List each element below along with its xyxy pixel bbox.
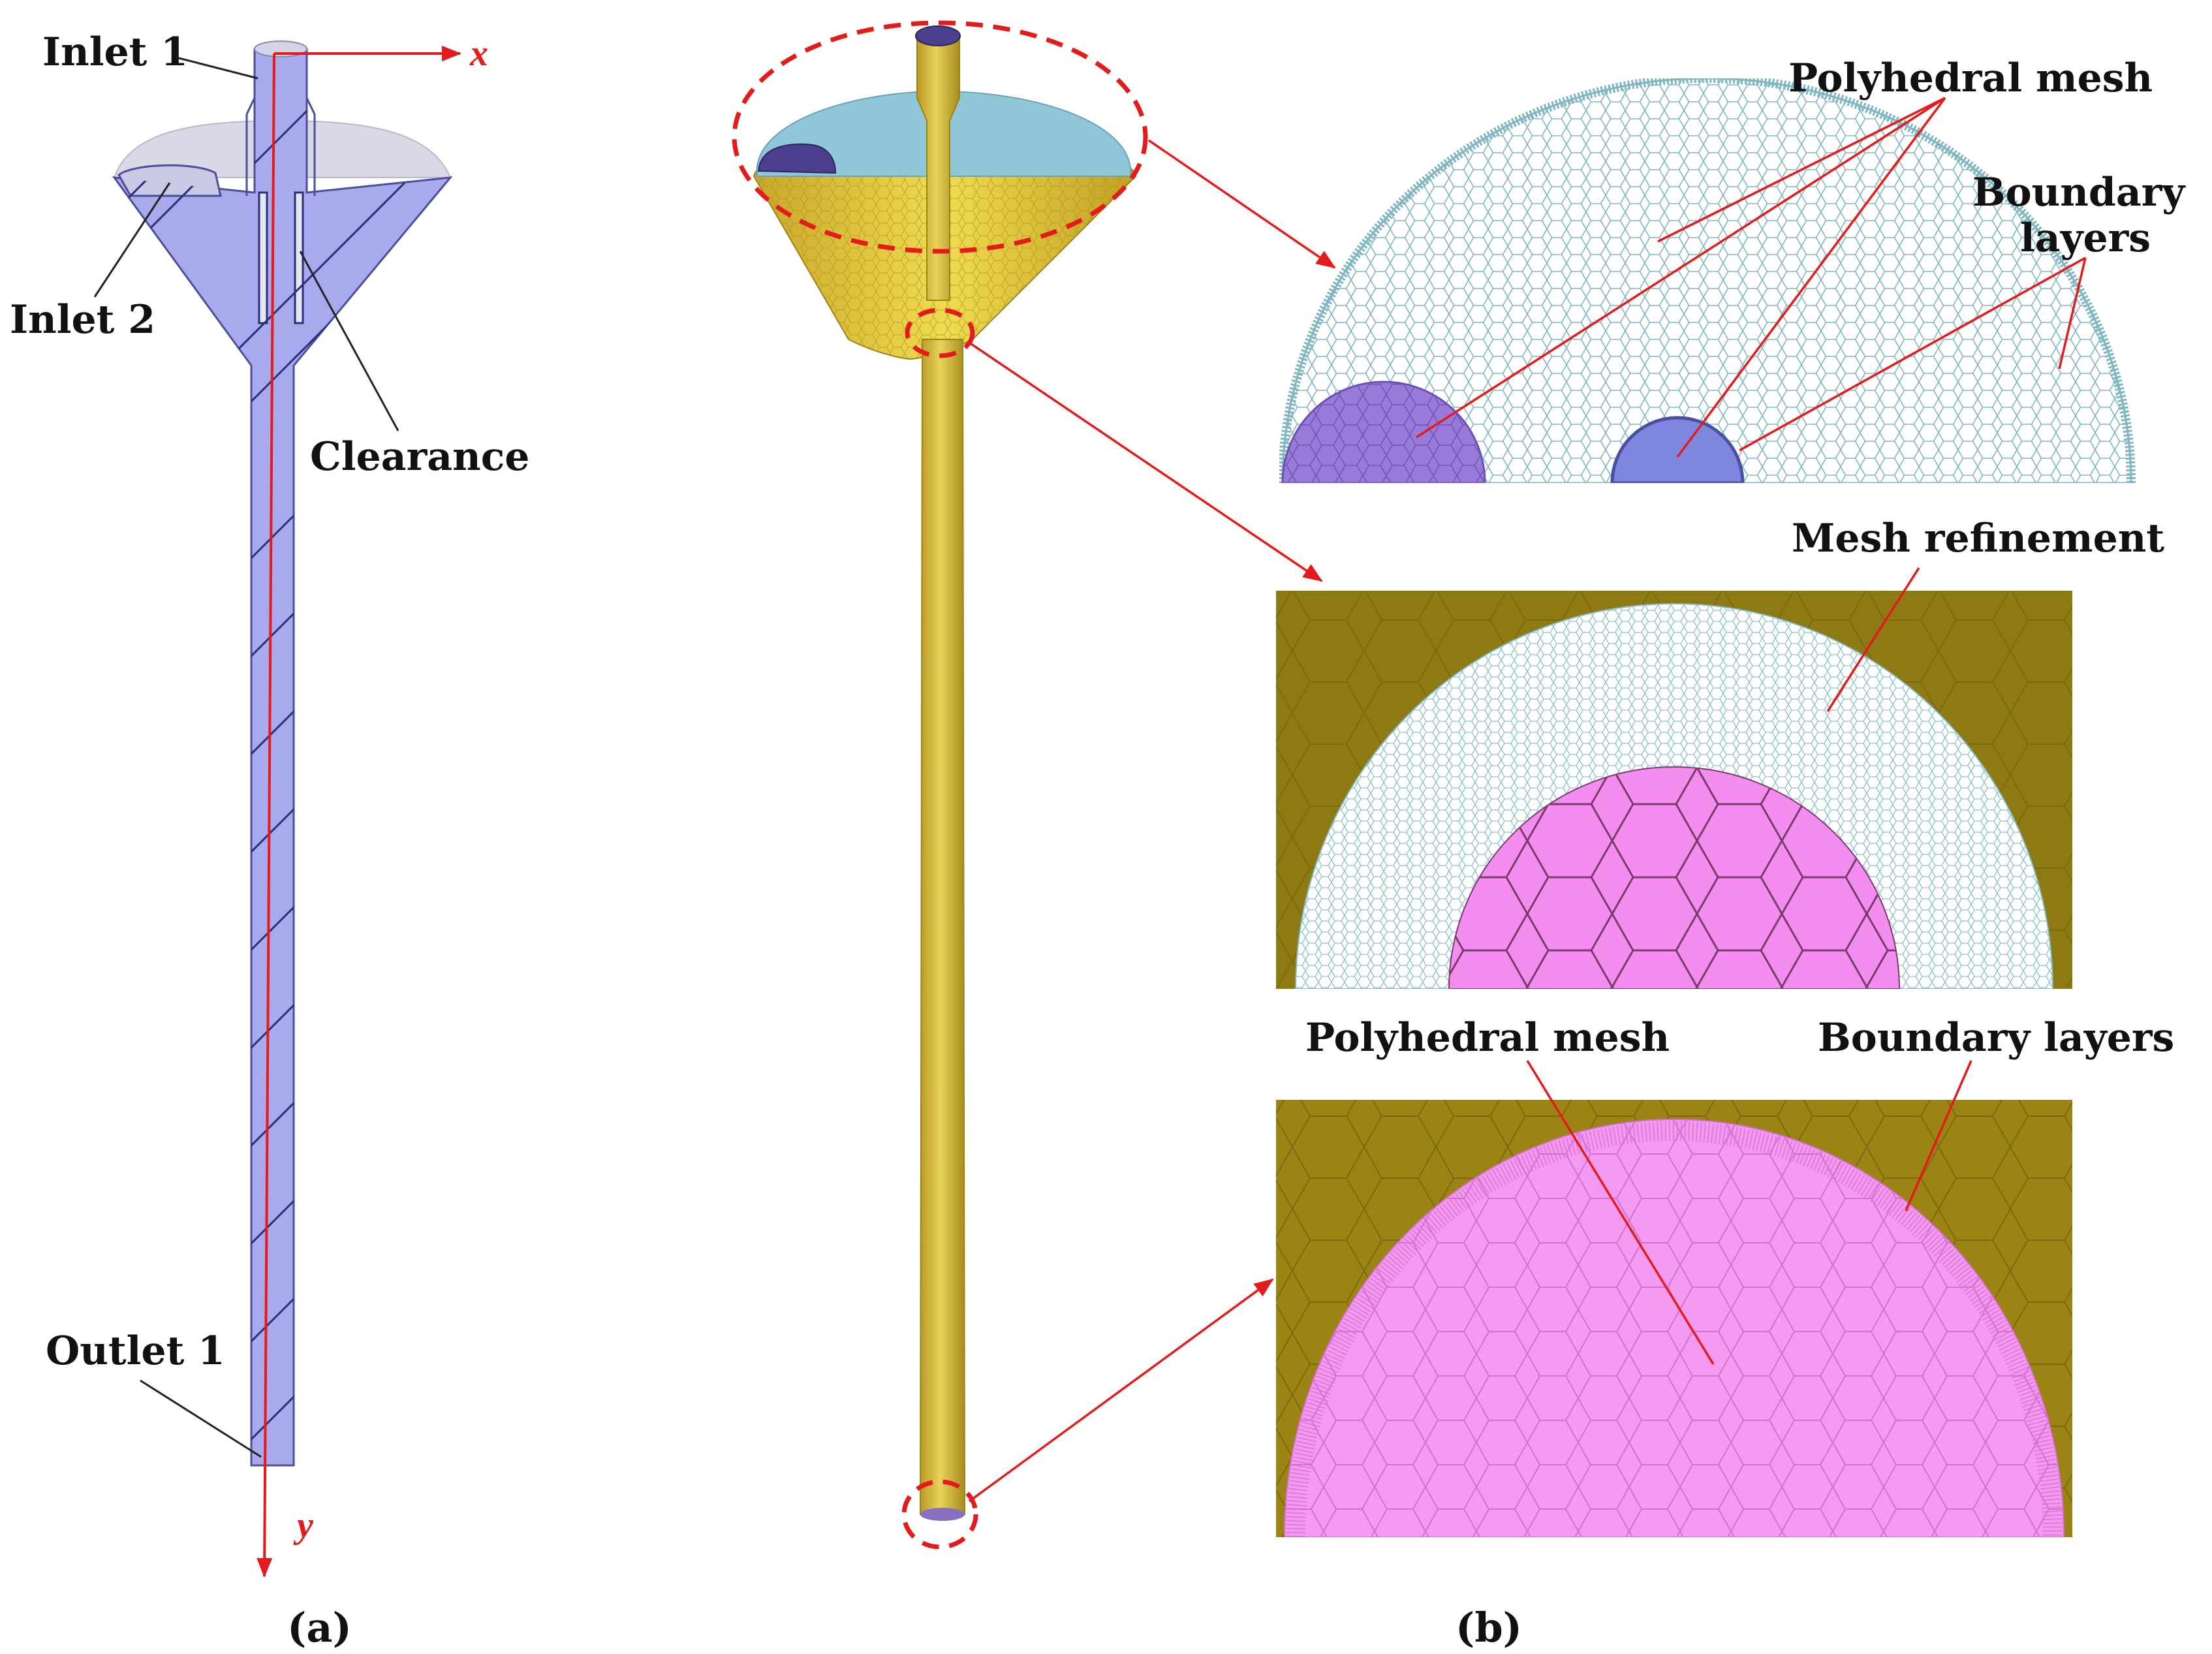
top-boundary-label: Boundary layers (1972, 170, 2198, 261)
bottom-boundary-leader (1905, 1060, 1972, 1211)
fluid-domain-section (112, 48, 453, 1467)
top-polyhedral-label: Polyhedral mesh (1788, 55, 2153, 101)
outlet1-leader (140, 1379, 262, 1458)
panel-b-caption: (b) (1456, 1604, 1522, 1651)
inlet1-tube (916, 35, 960, 301)
y-axis-arrow (257, 53, 275, 1578)
bottom-polyhedral-leader (1526, 1060, 1715, 1365)
arrow-to-middle-detail (969, 341, 1323, 582)
outlet-bottom (920, 1508, 965, 1521)
top-inlet2-disc-mesh (1283, 382, 1485, 483)
detail-middle: Mesh refinement (1276, 516, 2164, 989)
inlet2-pocket (117, 164, 222, 197)
top-boundary-leader-2 (2058, 257, 2087, 369)
top-boundary-leader-1 (1739, 257, 2086, 452)
detail-top: Polyhedral mesh Boundary layers (1279, 55, 2198, 483)
bottom-boundary-layers (1286, 1121, 2063, 1537)
top-inlet1-disc (1610, 416, 1745, 483)
top-polyhedral-leader-3 (1676, 97, 1946, 458)
inlet1-label: Inlet 1 (42, 29, 188, 75)
clearance-leader (299, 251, 399, 431)
outlet1-label: Outlet 1 (46, 1328, 225, 1374)
y-axis-label: y (293, 1505, 314, 1546)
inlet1-top (915, 25, 961, 46)
bottom-polyhedral-label: Polyhedral mesh (1305, 1015, 1670, 1061)
inlet1-leader (176, 56, 258, 80)
panel-a-caption: (a) (287, 1604, 352, 1651)
arrow-to-top-detail (1148, 139, 1336, 269)
middle-inner-mesh (1449, 767, 1899, 989)
bottom-boundary-label: Boundary layers (1818, 1015, 2174, 1061)
top-boundary-label-line: layers (2020, 215, 2151, 261)
inlet2-label: Inlet 2 (10, 297, 155, 343)
inlet2-dome (757, 143, 837, 174)
callout-ellipse-middle (905, 307, 975, 358)
panel-a: x y Inlet 1 Inlet 2 Clearance Outlet 1 (… (10, 29, 529, 1651)
top-half-disc-mesh (1283, 78, 2131, 483)
top-polyhedral-leader-2 (1416, 97, 1946, 439)
callout-ellipse-top (732, 20, 1148, 254)
arrow-to-bottom-detail (968, 1278, 1274, 1503)
inlet2-leader (93, 182, 171, 298)
clearance-label: Clearance (310, 434, 529, 480)
outlet-tube (919, 339, 966, 1515)
panel-b-model: (b) (732, 20, 1522, 1651)
detail-bottom: Polyhedral mesh Boundary layers (1276, 1015, 2174, 1537)
middle-refinement-label: Mesh refinement (1792, 516, 2164, 561)
callout-ellipse-bottom (901, 1479, 978, 1550)
top-polyhedral-leader-1 (1657, 97, 1946, 243)
x-axis-label: x (469, 33, 488, 74)
middle-refinement-leader (1826, 567, 1920, 712)
clearance-slot-left (258, 191, 268, 324)
inlet1-neck (245, 97, 316, 196)
clearance-slot-right (294, 191, 304, 324)
bottom-half-disc-mesh (1285, 1119, 2064, 1537)
top-boundary-label-line: Boundary (1972, 170, 2186, 215)
